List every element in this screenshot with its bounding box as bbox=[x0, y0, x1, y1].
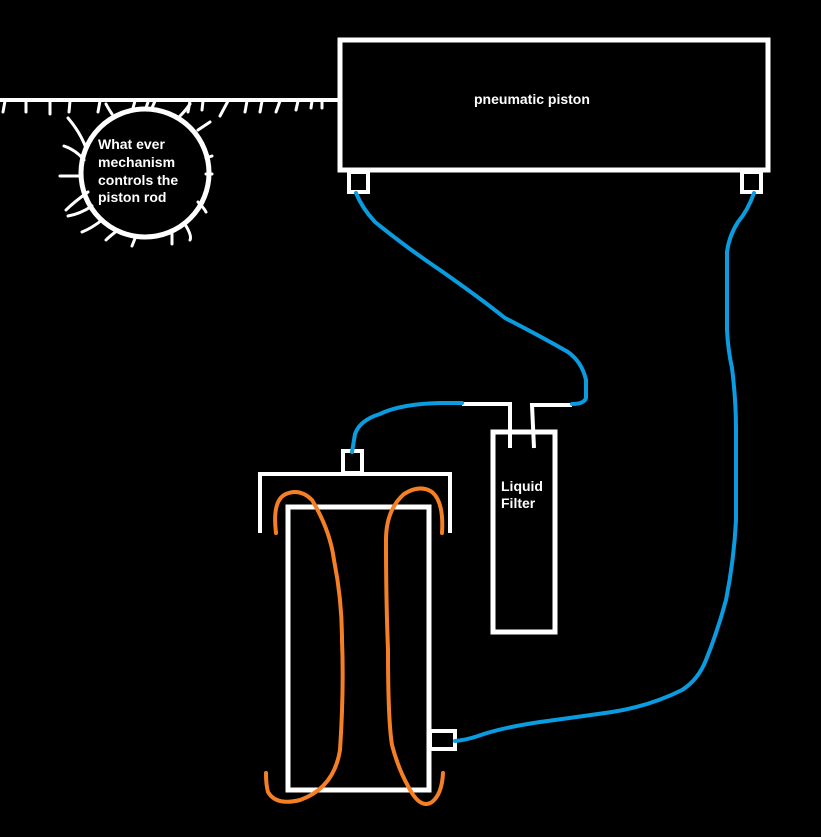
piston-body bbox=[337, 37, 771, 173]
filter-body bbox=[490, 429, 558, 635]
mechanism-label: What ever mechanism controls the piston … bbox=[98, 136, 182, 205]
ground-hatch-marks bbox=[1, 99, 324, 118]
heating-coil-left bbox=[264, 490, 345, 804]
piston-right-port bbox=[740, 170, 763, 194]
filter-label: Liquid Filter bbox=[501, 478, 547, 511]
heating-coil-right bbox=[383, 486, 445, 806]
liquid-filter: Liquid Filter bbox=[462, 402, 572, 635]
piston-left-port bbox=[347, 170, 370, 194]
pneumatic-piston: pneumatic piston bbox=[337, 37, 771, 194]
heating-coil bbox=[264, 486, 445, 806]
reservoir bbox=[258, 449, 457, 793]
filter-inlet-pipes bbox=[462, 402, 572, 449]
tubing bbox=[350, 191, 756, 743]
piston-label: pneumatic piston bbox=[474, 91, 590, 107]
reservoir-top-port bbox=[341, 449, 364, 475]
tube-piston-to-reservoir bbox=[453, 191, 756, 743]
ground-line bbox=[0, 98, 342, 118]
tube-piston-to-filter bbox=[354, 191, 588, 406]
mechanism-spikes bbox=[58, 100, 214, 248]
tube-filter-to-reservoir bbox=[350, 401, 464, 454]
mechanism: What ever mechanism controls the piston … bbox=[58, 100, 214, 248]
reservoir-side-port bbox=[428, 729, 457, 751]
reservoir-body bbox=[285, 504, 432, 793]
